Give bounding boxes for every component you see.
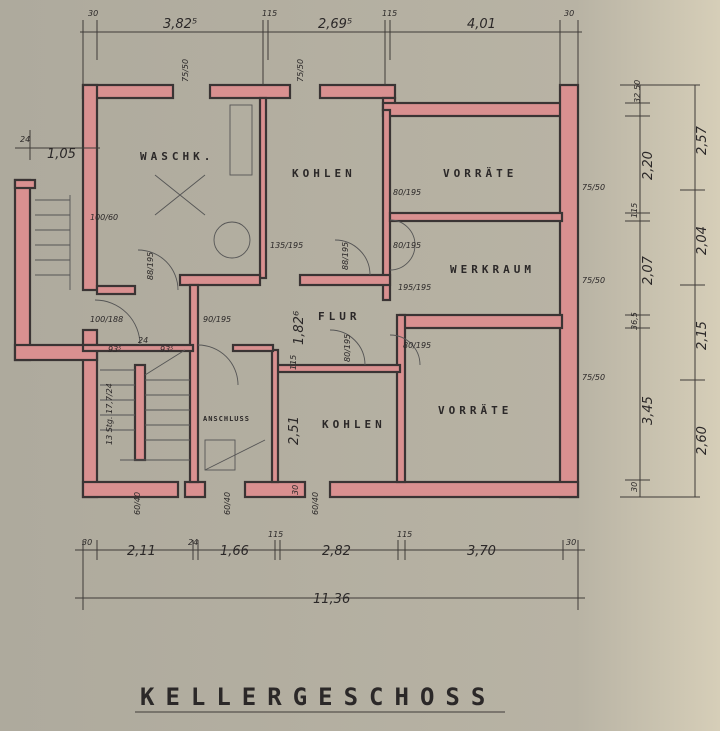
dim-label: 2,04 xyxy=(695,226,710,255)
dim-label: 2,51 xyxy=(287,416,302,445)
dim-label: 30 xyxy=(566,538,576,547)
dimension-lines xyxy=(15,20,705,610)
opening-label: 90/195 xyxy=(203,315,231,324)
interior-dimensions: 1,82⁶ 2,51 115 30 xyxy=(287,311,307,495)
dim-label: 115 xyxy=(630,203,639,218)
stairs xyxy=(35,195,190,461)
opening-label: 100/188 xyxy=(90,315,123,324)
opening-label: 93⁵ xyxy=(108,345,121,354)
top-dimensions: 30 3,82⁵ 115 2,69⁵ 115 4,01 30 xyxy=(88,9,574,32)
dim-label: 30 xyxy=(630,482,639,492)
opening-label: 75/50 xyxy=(582,183,605,192)
dim-label: 4,01 xyxy=(467,17,496,32)
bottom-dimensions: 30 2,11 24 1,66 115 2,82 115 3,70 30 11,… xyxy=(82,530,576,607)
opening-label: 75/50 xyxy=(296,59,305,82)
opening-label: 75/50 xyxy=(582,276,605,285)
stair-label: 13 Stg. 17,7/24 xyxy=(105,383,114,445)
dim-label: 115 xyxy=(382,9,397,18)
dim-label: 2,07 xyxy=(641,255,656,285)
door-swings xyxy=(94,104,421,471)
opening-label: 88/195 xyxy=(341,242,350,270)
dim-label: 1,82⁶ xyxy=(292,311,307,345)
room-label-vorraete-top: VORRÄTE xyxy=(443,166,517,180)
right-dimensions: 32 50 2,20 115 2,07 36,5 3,45 30 2,57 2,… xyxy=(630,80,710,492)
dim-label: 32 xyxy=(633,93,642,103)
room-labels: WASCHK. KOHLEN VORRÄTE WERKRAUM FLUR KOH… xyxy=(140,150,535,431)
opening-label: 80/195 xyxy=(343,334,352,362)
opening-label: 135/195 xyxy=(270,241,303,250)
dim-label: 2,15 xyxy=(695,321,710,350)
dim-label: 30 xyxy=(291,485,300,495)
dim-label: 30 xyxy=(82,538,92,547)
room-label-waschk: WASCHK. xyxy=(140,150,214,163)
dim-label: 2,60 xyxy=(695,426,710,455)
dim-label: 2,11 xyxy=(127,544,156,559)
room-label-werkraum: WERKRAUM xyxy=(450,263,535,276)
dim-label: 115 xyxy=(262,9,277,18)
opening-label: 24 xyxy=(138,336,148,345)
opening-label: 80/195 xyxy=(393,241,421,250)
opening-label: 60/40 xyxy=(311,492,320,515)
dim-total: 11,36 xyxy=(313,592,350,607)
dim-label: 2,57 xyxy=(695,125,710,155)
room-label-kohlen-top: KOHLEN xyxy=(292,167,356,180)
dim-label: 115 xyxy=(397,530,412,539)
dim-label: 1,05 xyxy=(47,147,76,162)
opening-label: 93⁵ xyxy=(160,345,173,354)
dim-label: 50 xyxy=(633,80,642,90)
opening-label: 75/50 xyxy=(181,59,190,82)
dim-label: 30 xyxy=(88,9,98,18)
left-dimensions: 24 1,05 xyxy=(20,135,76,162)
opening-label: 80/195 xyxy=(403,341,431,350)
opening-label: 60/40 xyxy=(223,492,232,515)
opening-label: 100/60 xyxy=(90,213,118,222)
room-label-vorraete-bottom: VORRÄTE xyxy=(438,403,512,417)
opening-label: 60/40 xyxy=(133,492,142,515)
dim-label: 36,5 xyxy=(630,312,639,330)
dim-label: 3,70 xyxy=(467,544,496,559)
dim-label: 115 xyxy=(268,530,283,539)
drawing-title: KELLERGESCHOSS xyxy=(140,683,496,711)
dim-label: 30 xyxy=(564,9,574,18)
room-label-kohlen-bottom: KOHLEN xyxy=(322,418,386,431)
walls xyxy=(13,83,580,499)
dim-label: 2,82 xyxy=(322,544,351,559)
opening-label: 88/195 xyxy=(146,252,155,280)
dim-label: 2,20 xyxy=(641,151,656,180)
dim-label: 115 xyxy=(289,355,298,370)
room-label-flur: FLUR xyxy=(318,310,361,323)
dim-label: 24 xyxy=(188,538,198,547)
dim-label: 1,66 xyxy=(220,544,249,559)
room-label-anschluss: ANSCHLUSS xyxy=(203,415,250,423)
dim-label: 24 xyxy=(20,135,30,144)
dim-label: 3,45 xyxy=(641,396,656,425)
opening-label: 80/195 xyxy=(393,188,421,197)
opening-label: 75/50 xyxy=(582,373,605,382)
opening-label: 195/195 xyxy=(398,283,431,292)
dim-label: 3,82⁵ xyxy=(163,17,197,32)
opening-labels: 75/50 75/50 75/50 75/50 75/50 80/195 80/… xyxy=(90,59,605,515)
dim-label: 2,69⁵ xyxy=(318,17,352,32)
